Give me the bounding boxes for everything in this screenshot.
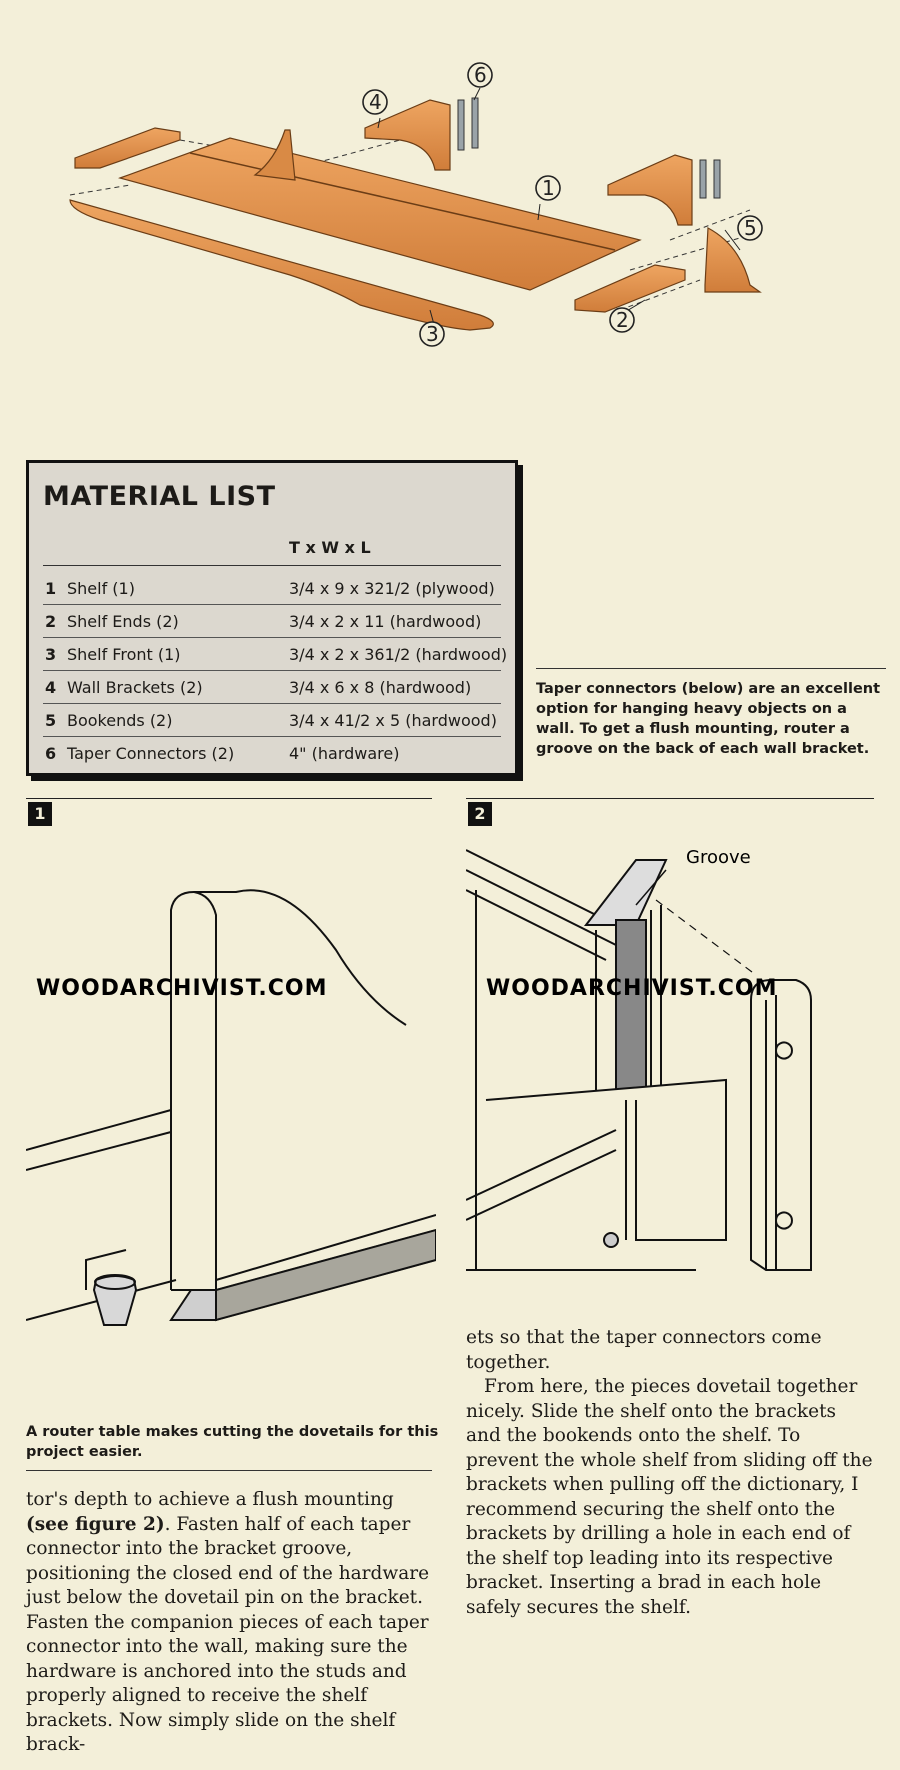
callout-2: 2 [609, 307, 635, 333]
taper-connector-parts [457, 97, 721, 199]
figure-2-illustration: Groove WOODARCHIVIST.COM [466, 847, 812, 1271]
shelf-part [118, 137, 642, 291]
right-paragraph-2: From here, the pieces dovetail together … [466, 1376, 873, 1618]
material-row: 5 Bookends (2) 3/4 x 41/2 x 5 (hardwood) [43, 703, 501, 737]
svg-text:1: 1 [542, 176, 555, 200]
figure-1-illustration: WOODARCHIVIST.COM [26, 889, 436, 1326]
svg-text:3: 3 [426, 322, 439, 346]
svg-text:5: 5 [744, 216, 757, 240]
material-row: 1 Shelf (1) 3/4 x 9 x 321/2 (plywood) [43, 571, 501, 605]
callout-6: 6 [467, 62, 493, 88]
left-body-column: tor's depth to achieve a flush mounting … [26, 1488, 434, 1758]
material-list-title: MATERIAL LIST [43, 481, 276, 512]
figure-1-rule [26, 798, 432, 799]
shelf-end-right-part [574, 264, 686, 313]
figure-1-watermark: WOODARCHIVIST.COM [36, 976, 327, 1001]
material-list-column-header: T x W x L [289, 538, 371, 557]
material-list-box: MATERIAL LIST T x W x L 1 Shelf (1) 3/4 … [26, 460, 518, 776]
taper-connector-caption: Taper connectors (below) are an excellen… [536, 668, 886, 759]
right-body-column: ets so that the taper connectors come to… [466, 1326, 874, 1620]
material-row: 3 Shelf Front (1) 3/4 x 2 x 361/2 (hardw… [43, 637, 507, 671]
callout-5: 5 [737, 215, 763, 241]
figure-2-rule [466, 798, 874, 799]
left-paragraph: tor's depth to achieve a flush mounting … [26, 1489, 430, 1755]
exploded-shelf-diagram: 1 2 3 4 5 6 [69, 62, 763, 347]
shelf-end-left-part [74, 127, 181, 169]
figure-reference: (see figure 2) [26, 1513, 165, 1535]
wall-bracket-top-part [364, 99, 451, 171]
svg-text:4: 4 [369, 90, 382, 114]
groove-label: Groove [686, 847, 751, 868]
callout-4: 4 [362, 89, 388, 115]
svg-text:6: 6 [474, 63, 487, 87]
material-row: 4 Wall Brackets (2) 3/4 x 6 x 8 (hardwoo… [43, 670, 501, 704]
bookend-part [704, 227, 762, 293]
callout-1: 1 [535, 175, 561, 201]
shelf-front-part [69, 199, 494, 331]
material-row: 6 Taper Connectors (2) 4" (hardware) [45, 744, 400, 763]
figure-1-badge: 1 [28, 802, 52, 826]
wall-bracket-right-part [607, 154, 693, 226]
figure-2-watermark: WOODARCHIVIST.COM [486, 976, 777, 1001]
figure-1-caption: A router table makes cutting the dovetai… [26, 1424, 439, 1460]
svg-text:2: 2 [616, 308, 629, 332]
material-row: 2 Shelf Ends (2) 3/4 x 2 x 11 (hardwood) [43, 604, 501, 638]
callout-3: 3 [419, 321, 445, 347]
right-paragraph-1: ets so that the taper connectors come to… [466, 1327, 822, 1373]
figure-2-badge: 2 [468, 802, 492, 826]
